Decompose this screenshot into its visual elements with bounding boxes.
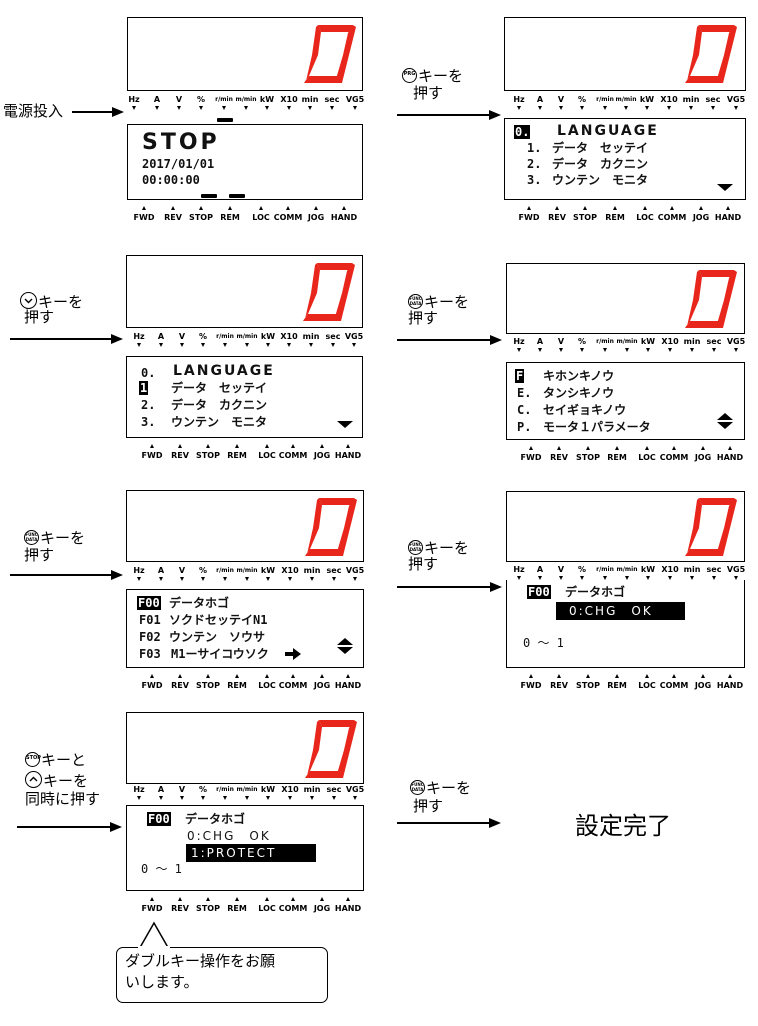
segment-display (506, 263, 745, 334)
segment-display (126, 490, 364, 562)
indicator-row-bottom: FWD REV STOP REM LOC COMM JOG HAND (126, 439, 363, 465)
segment-display (504, 17, 746, 91)
indicator-row-bottom: FWD REV STOP REM LOC COMM JOG HAND (126, 669, 364, 695)
step8-label-2: 押す (413, 797, 444, 815)
lcd-screen: F00 データホゴ 0:CHG OK 1:PROTECT 0 ～ 1 (126, 805, 364, 891)
step3-label: キーを (20, 292, 83, 311)
callout-line-1: ダブルキー操作をお願 (125, 952, 276, 970)
scroll-down-icon (717, 184, 733, 191)
callout-bubble: ダブルキー操作をお願 いします。 (116, 947, 328, 1003)
right-arrow-icon (285, 648, 301, 660)
step4-label-2: 押す (408, 309, 439, 327)
prg-key-icon: PRG (402, 68, 417, 83)
digit-zero-segment (685, 270, 737, 328)
step6-arrow (397, 582, 502, 592)
segment-display (127, 17, 363, 91)
step3-label-2: 押す (24, 308, 55, 326)
scroll-up-icon (337, 638, 353, 645)
digit-zero-segment (305, 498, 357, 556)
digit-zero-segment (305, 720, 357, 778)
step7-arrow (17, 822, 122, 832)
selected-option (556, 602, 685, 620)
scroll-down-icon (337, 647, 353, 654)
indicator-row-bottom: FWD REV STOP REM LOC COMM JOG HAND (126, 892, 364, 918)
date-text: 2017/01/01 (142, 157, 215, 171)
digit-zero-segment (304, 25, 356, 83)
scroll-up-icon (717, 413, 733, 420)
step2-arrow (397, 110, 501, 120)
indicator-row-top: Hz A V % r/min m/min kW X10 min sec VG5 (126, 332, 363, 358)
down-key-icon (20, 292, 37, 309)
indicator-row-bottom: FWD REV STOP REM LOC COMM JOG HAND (127, 201, 363, 227)
step5-arrow (10, 570, 123, 580)
status-text: STOP (142, 130, 220, 155)
indicator-mark-rem (229, 194, 245, 198)
step1-arrow (72, 107, 124, 117)
digit-zero-segment (685, 498, 737, 556)
selected-option (186, 844, 316, 862)
indicator-mark-stop (201, 194, 217, 198)
indicator-row-bottom: FWD REV STOP REM LOC COMM JOG HAND (504, 201, 746, 227)
lcd-screen: F キホンキノウ E. タンシキノウ C. セイギョキノウ P. モータ１パラメ… (506, 362, 745, 440)
segment-display (126, 255, 363, 328)
step1-label: 電源投入 (3, 102, 64, 120)
indicator-row-top: Hz A V % r/min m/min kW X10 min sec VG5 (126, 566, 364, 592)
step7-label-b: キーを (25, 771, 88, 790)
lcd-screen: STOP 2017/01/01 00:00:00 (127, 124, 363, 200)
digit-zero-segment (685, 25, 737, 83)
segment-display (126, 712, 364, 784)
indicator-row-bottom: FWD REV STOP REM LOC COMM JOG HAND (506, 441, 745, 467)
stop-key-icon: STOP (25, 752, 41, 767)
callout-line-2: いします。 (125, 973, 199, 991)
scroll-down-icon (337, 421, 353, 428)
step6-label-2: 押す (408, 555, 439, 573)
step3-arrow (10, 334, 123, 344)
indicator-mark-rmin (217, 118, 233, 122)
result-text: 設定完了 (575, 812, 671, 840)
indicator-row-top: Hz A V % r/min m/min kW X10 min sec VG5 (506, 337, 745, 363)
time-text: 00:00:00 (142, 173, 200, 187)
step8-arrow (397, 818, 501, 828)
up-key-icon (25, 771, 42, 788)
digit-zero-segment (303, 263, 355, 321)
step7-label-c: 同時に押す (25, 790, 101, 808)
indicator-row-top: Hz A V % r/min m/min kW X10 min sec VG5 (506, 565, 745, 591)
lcd-screen: F00 データホゴ 0:CHG OK 0 ～ 1 (506, 580, 745, 668)
lcd-screen: 0. LANGUAGE 1 データ セッテイ 2. データ カクニン 3. ウン… (126, 356, 363, 438)
lcd-screen: F00 データホゴ F01 ソクドセッテイN1 F02 ウンテン ソウサ F03… (126, 589, 364, 668)
scroll-down-icon (717, 422, 733, 429)
indicator-row-bottom: FWD REV STOP REM LOC COMM JOG HAND (506, 669, 745, 695)
segment-display (506, 491, 745, 562)
indicator-row-top: Hz A V % r/min m/min kW X10 min sec VG5 (126, 785, 364, 811)
step2-label-2: 押す (413, 84, 444, 102)
callout-pointer (137, 921, 171, 951)
step4-arrow (397, 335, 502, 345)
indicator-row-top: Hz A V % r/min m/min kW X10 min sec VG5 (127, 95, 364, 121)
step5-label-2: 押す (24, 546, 55, 564)
indicator-row-top: Hz A V % r/min m/min kW X10 min sec VG5 (504, 95, 746, 121)
lcd-screen: 0. LANGUAGE 1. データ セッテイ 2. データ カクニン 3. ウ… (504, 118, 746, 200)
